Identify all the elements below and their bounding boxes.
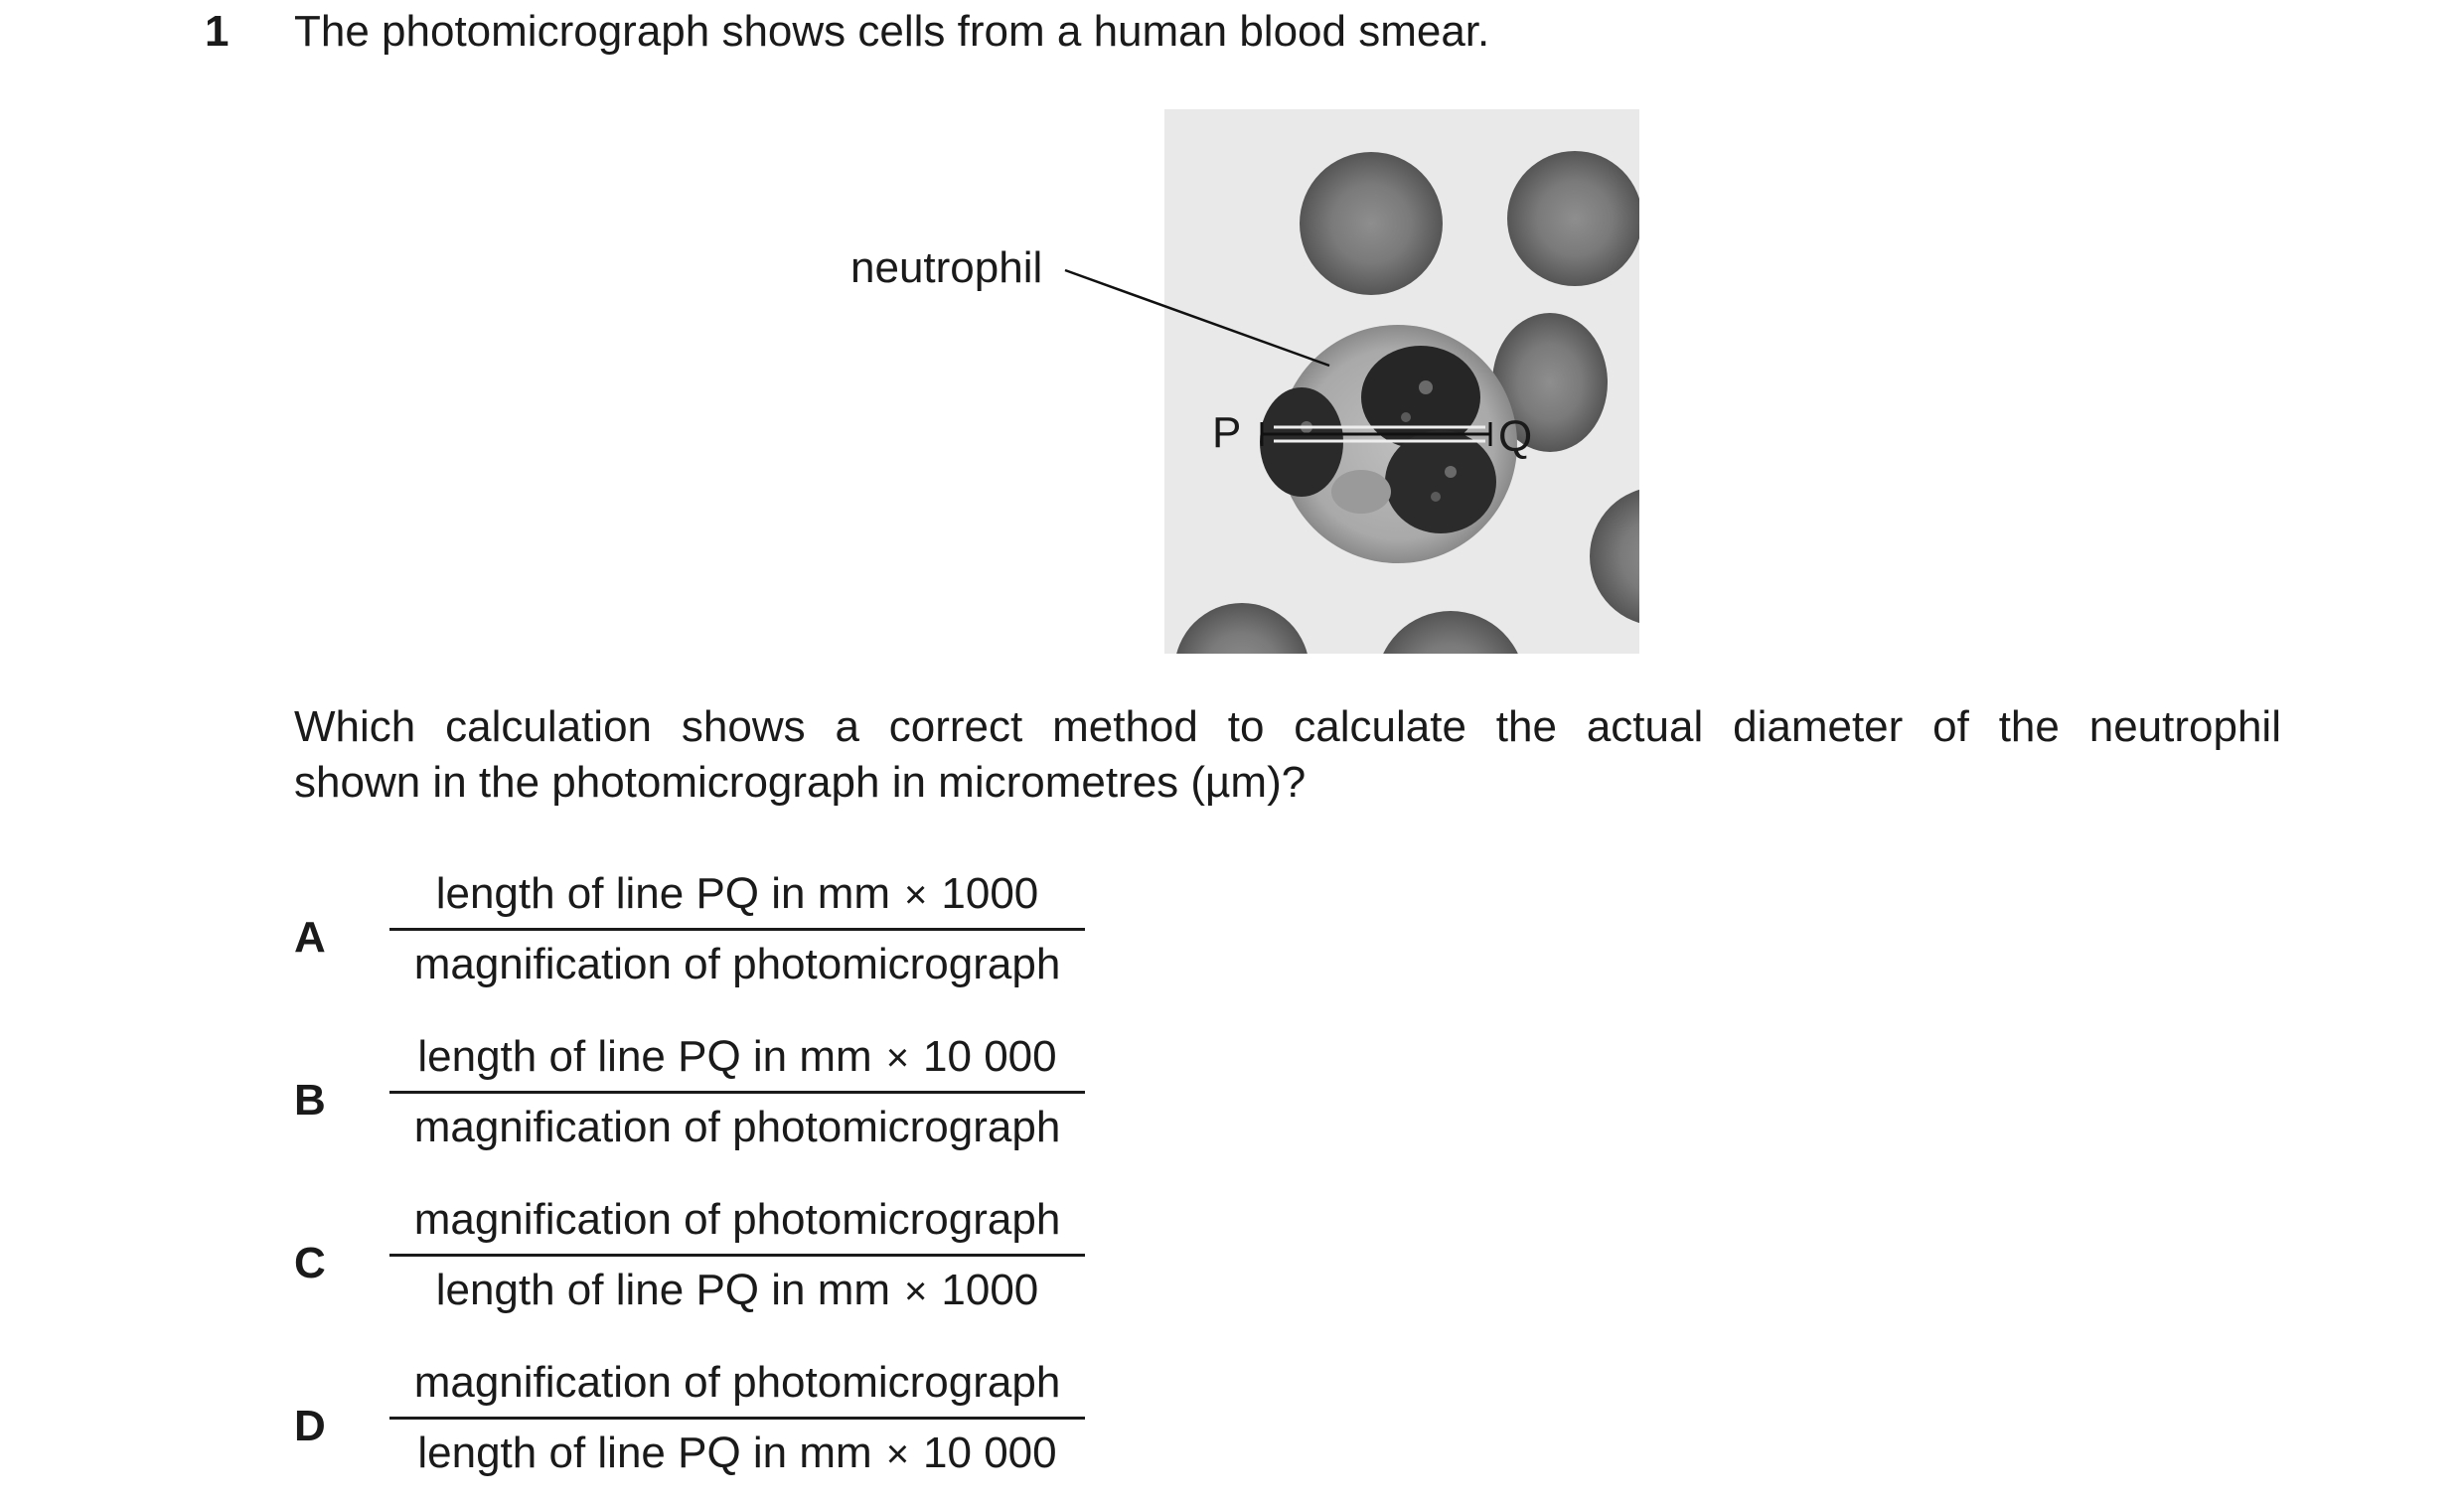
fraction-numerator: length of line PQ in mm × 10 000 bbox=[389, 1029, 1085, 1087]
option-c[interactable]: C magnification of photomicrograph lengt… bbox=[294, 1192, 1188, 1341]
photomicrograph-image bbox=[1064, 109, 1639, 654]
fraction-denominator: magnification of photomicrograph bbox=[389, 1100, 1085, 1157]
label-q: Q bbox=[1498, 412, 1533, 461]
photomicrograph-figure: neutrophil P Q bbox=[835, 99, 1649, 656]
denominator-text: length of line PQ in mm bbox=[417, 1429, 872, 1477]
neutrophil-leader-line bbox=[1064, 268, 1330, 368]
numerator-factor: 1000 bbox=[941, 869, 1039, 918]
question-text: Which calculation shows a correct method… bbox=[294, 699, 2281, 811]
numerator-text: magnification of photomicrograph bbox=[413, 1195, 1061, 1244]
question-stem: The photomicrograph shows cells from a h… bbox=[294, 7, 1490, 56]
fraction-bar bbox=[389, 1091, 1085, 1094]
option-fraction: magnification of photomicrograph length … bbox=[389, 1192, 1085, 1320]
fraction-denominator: magnification of photomicrograph bbox=[389, 937, 1085, 994]
numerator-factor: 10 000 bbox=[923, 1032, 1057, 1081]
option-letter: B bbox=[294, 1076, 326, 1125]
denominator-text: magnification of photomicrograph bbox=[413, 1103, 1061, 1151]
denominator-text: length of line PQ in mm bbox=[435, 1266, 891, 1314]
option-letter: C bbox=[294, 1239, 326, 1287]
fraction-numerator: magnification of photomicrograph bbox=[389, 1355, 1085, 1413]
denominator-factor: 1000 bbox=[941, 1266, 1039, 1314]
question-number: 1 bbox=[205, 7, 230, 56]
numerator-text: length of line PQ in mm bbox=[435, 869, 891, 918]
question-line-2: shown in the photomicrograph in micromet… bbox=[294, 758, 1307, 807]
nucleus-lobe bbox=[1361, 346, 1480, 449]
option-letter: A bbox=[294, 913, 326, 962]
option-fraction: length of line PQ in mm × 10 000 magnifica… bbox=[389, 1029, 1085, 1157]
label-p: P bbox=[1212, 408, 1242, 457]
fraction-numerator: length of line PQ in mm × 1000 bbox=[389, 866, 1085, 924]
red-blood-cell bbox=[1590, 489, 1639, 624]
fraction-denominator: length of line PQ in mm × 10 000 bbox=[389, 1426, 1085, 1483]
option-b[interactable]: B length of line PQ in mm × 10 000 magnifi… bbox=[294, 1029, 1188, 1178]
option-letter: D bbox=[294, 1402, 326, 1450]
red-blood-cell bbox=[1383, 611, 1518, 654]
nucleus-lobe bbox=[1385, 430, 1496, 533]
denominator-factor: 10 000 bbox=[923, 1429, 1057, 1477]
times-symbol: × bbox=[904, 873, 928, 917]
option-fraction: length of line PQ in mm × 1000 magnificati… bbox=[389, 866, 1085, 994]
nucleus-gap bbox=[1331, 470, 1391, 514]
question-line-1: Which calculation shows a correct method… bbox=[294, 702, 2281, 751]
times-symbol: × bbox=[904, 1270, 928, 1313]
red-blood-cell bbox=[1492, 313, 1608, 452]
times-symbol: × bbox=[885, 1036, 910, 1080]
neutrophil-label: neutrophil bbox=[850, 243, 1043, 292]
fraction-numerator: magnification of photomicrograph bbox=[389, 1192, 1085, 1250]
numerator-text: magnification of photomicrograph bbox=[413, 1358, 1061, 1407]
fraction-bar bbox=[389, 1254, 1085, 1257]
fraction-bar bbox=[389, 1417, 1085, 1420]
numerator-text: length of line PQ in mm bbox=[417, 1032, 872, 1081]
option-a[interactable]: A length of line PQ in mm × 1000 magnifica… bbox=[294, 866, 1188, 1015]
times-symbol: × bbox=[885, 1432, 910, 1476]
fraction-denominator: length of line PQ in mm × 1000 bbox=[389, 1263, 1085, 1320]
denominator-text: magnification of photomicrograph bbox=[413, 940, 1061, 988]
option-d[interactable]: D magnification of photomicrograph lengt… bbox=[294, 1355, 1188, 1504]
red-blood-cell bbox=[1176, 603, 1308, 654]
red-blood-cell bbox=[1507, 151, 1639, 286]
red-blood-cell bbox=[1300, 152, 1443, 295]
fraction-bar bbox=[389, 928, 1085, 931]
option-fraction: magnification of photomicrograph length … bbox=[389, 1355, 1085, 1483]
